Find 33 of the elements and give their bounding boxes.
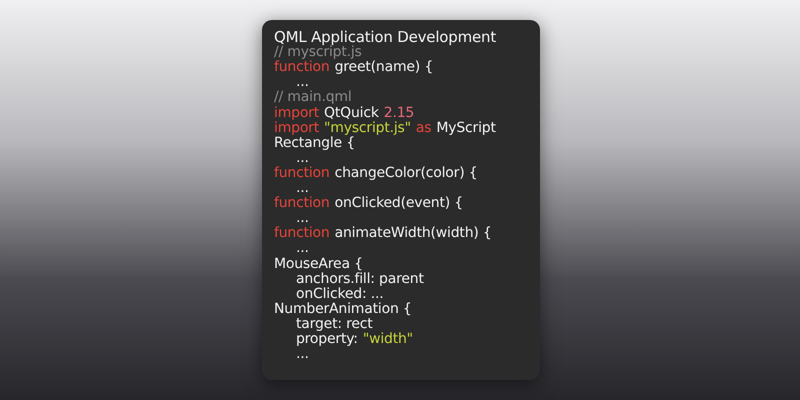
- code-keyword: function: [274, 196, 330, 212]
- code-string: "myscript.js": [324, 120, 411, 136]
- code-text: ...: [296, 211, 309, 226]
- code-text: Rectangle {: [274, 136, 355, 151]
- code-text: NumberAnimation {: [274, 302, 412, 317]
- code-text: onClicked(event) {: [334, 196, 463, 212]
- code-text: MyScript: [436, 120, 496, 136]
- code-text: greet(name) {: [334, 60, 434, 76]
- code-text: ...: [296, 181, 309, 196]
- code-text: ...: [296, 347, 309, 362]
- code-text: target: rect: [296, 316, 373, 332]
- code-comment: // main.qml: [274, 90, 352, 106]
- code-text: changeColor(color) {: [334, 166, 478, 181]
- code-text: ...: [296, 241, 309, 256]
- code-text: anchors.fill: parent: [296, 272, 424, 287]
- title: QML Application Development: [274, 30, 496, 45]
- code-text: MouseArea {: [274, 256, 363, 272]
- code-text: onClicked: ...: [296, 286, 384, 302]
- code-comment: // myscript.js: [274, 45, 362, 60]
- code-card: [262, 20, 540, 380]
- code-text: animateWidth(width) {: [334, 226, 492, 242]
- code-number: 2.15: [384, 106, 414, 120]
- code-keyword: function: [274, 166, 330, 181]
- code-string: "width": [362, 332, 413, 347]
- code-keyword: import: [274, 120, 320, 136]
- code-text: ...: [296, 150, 309, 166]
- code-text: QtQuick: [324, 106, 379, 120]
- code-text: property:: [296, 332, 358, 347]
- code-keyword: import: [274, 106, 320, 120]
- code-keyword: function: [274, 60, 330, 76]
- code-keyword: function: [274, 226, 330, 242]
- code-keyword: as: [416, 120, 432, 136]
- code-text: ...: [296, 75, 309, 90]
